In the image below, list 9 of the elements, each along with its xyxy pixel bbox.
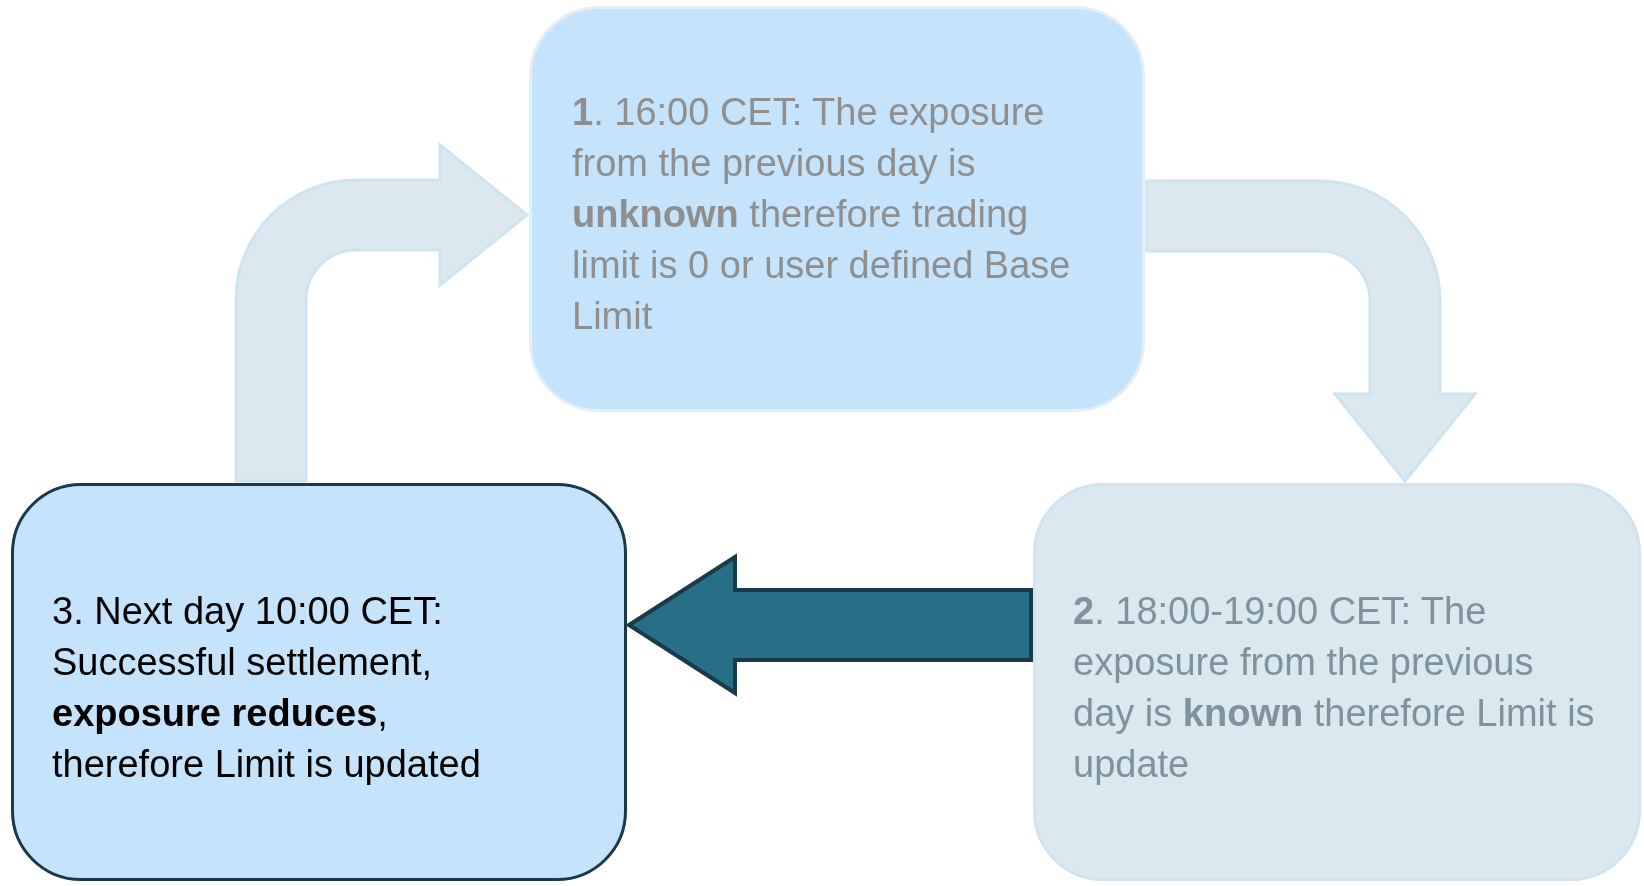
- step-text: 1. 16:00 CET: The exposure from the previous day is unknown therefore trading limit is 0 or user defined Base Limit: [572, 90, 1072, 339]
- step-text: 2. 18:00-19:00 CET: The exposure from the previous day is known therefore Limit is update: [1073, 589, 1596, 787]
- step-box: [1033, 483, 1641, 881]
- block-arrow: [1145, 179, 1477, 483]
- step-box: [529, 6, 1145, 412]
- step-box: [11, 483, 627, 881]
- block-arrow: [234, 143, 529, 483]
- step-text: 3. Next day 10:00 CET: Successful settlement, exposure reduces, therefore Limit is updated: [52, 589, 482, 787]
- block-arrow: [625, 553, 1033, 697]
